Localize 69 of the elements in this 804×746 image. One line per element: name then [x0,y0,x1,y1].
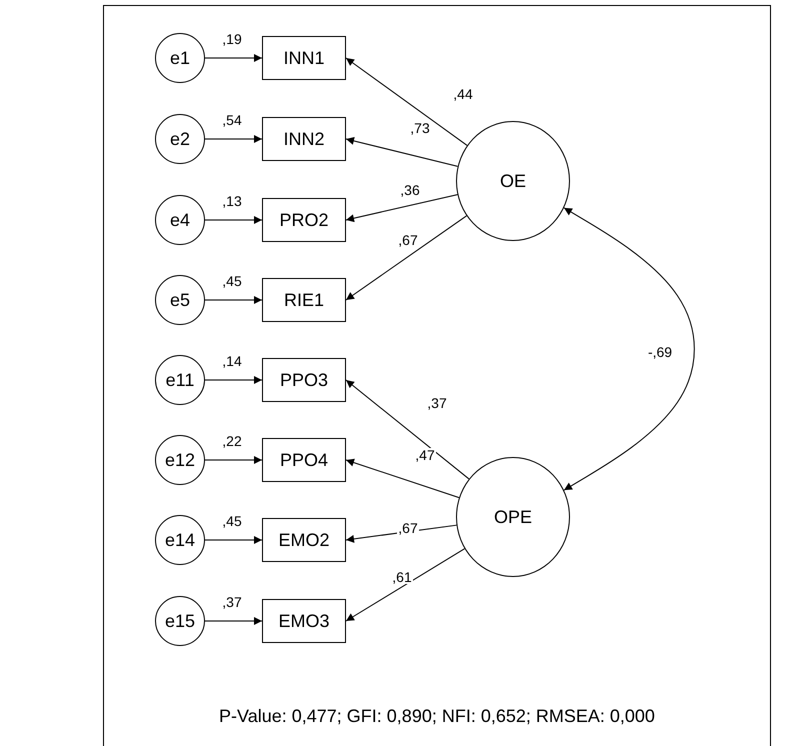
edge-label: ,61 [391,570,413,584]
node-label: PPO3 [280,370,328,390]
observed-variable-box [262,198,346,242]
arrow [204,536,262,544]
edge-label: ,54 [221,113,243,127]
node-label: OPE [494,506,532,528]
observed-variable-box [262,438,346,482]
arrow [346,194,458,222]
edge-label: ,67 [397,233,419,247]
observed-variable-box [262,278,346,322]
arrow [204,296,262,304]
edge-label: ,45 [221,274,243,288]
node-label: PPO4 [280,450,328,470]
edge-label: ,36 [399,183,421,197]
edge-label: ,19 [221,32,243,46]
arrow [346,548,466,622]
fit-statistics-note: P-Value: 0,477; GFI: 0,890; NFI: 0,652; RMSEA: 0,000 [219,706,655,727]
edge-label: ,67 [397,521,419,535]
node-label: e1 [170,48,190,68]
observed-variable-box [262,358,346,402]
error-term-circle [155,355,205,405]
error-term-circle [155,33,205,83]
node-label: EMO2 [278,530,330,550]
node-label: e14 [164,530,196,550]
node-label: PRO2 [279,210,329,230]
node-label: RIE1 [284,290,324,310]
observed-variable-box [262,599,346,643]
error-term-circle [155,275,205,325]
arrow [204,376,262,384]
edge-label: ,14 [221,354,243,368]
arrow [204,617,262,625]
arrow [346,380,470,480]
observed-variable-box [262,117,346,161]
error-term-circle [155,515,205,565]
node-label: e15 [164,610,196,632]
node-label: INN2 [283,128,324,150]
edge-label: ,47 [414,448,436,462]
error-term-circle [155,195,205,245]
arrow [346,215,468,300]
arrow [204,54,262,62]
edge-label: ,44 [452,87,474,101]
node-label: e5 [170,290,190,310]
arrow [346,137,458,167]
node-label: e2 [170,128,190,150]
observed-variable-box [262,518,346,562]
edge-label: ,13 [221,194,243,208]
arrow [204,456,262,464]
arrow [204,135,262,143]
edge-label: ,73 [409,121,431,135]
edge-label: ,37 [221,595,243,609]
error-term-circle [155,114,205,164]
edge-label: ,45 [221,514,243,528]
observed-variable-box [262,36,346,80]
node-label: e4 [170,210,190,230]
node-label: EMO3 [278,610,330,632]
edge-label: -,69 [646,345,674,359]
edge-label: ,37 [426,396,448,410]
arrow [204,216,262,224]
arrow [346,458,460,498]
error-term-circle [155,435,205,485]
arrow [563,207,695,491]
node-label: e12 [164,450,196,470]
node-label: OE [500,170,526,192]
error-term-circle [155,596,205,646]
arrow [346,58,468,146]
edge-label: ,22 [221,434,243,448]
arrow [346,524,458,543]
node-label: INN1 [283,48,324,68]
node-label: e11 [166,370,194,390]
